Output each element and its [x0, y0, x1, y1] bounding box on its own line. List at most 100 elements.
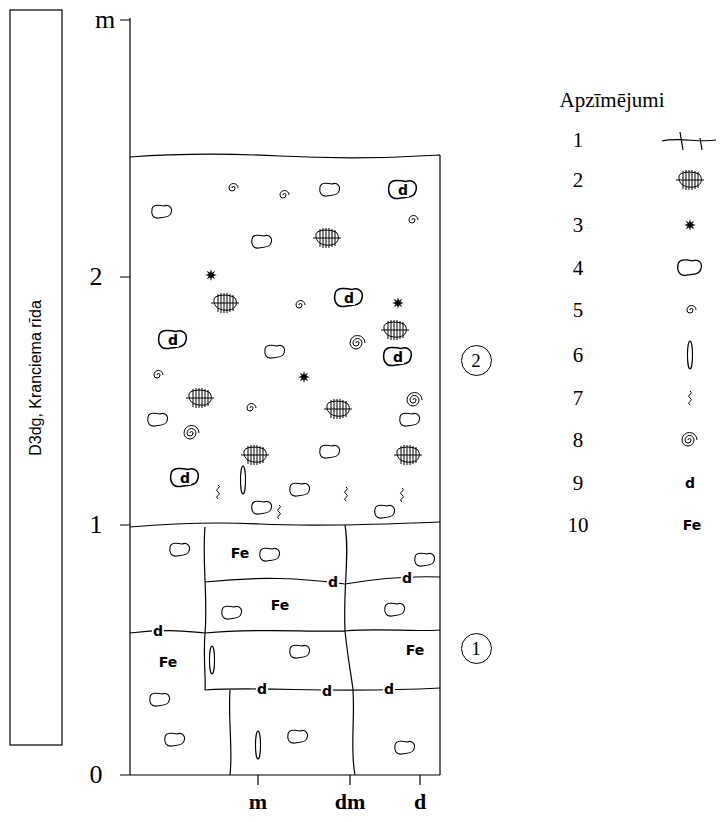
axis-unit: m: [95, 7, 115, 33]
legend-number: 9: [573, 473, 584, 494]
iron-mark: Fe: [270, 598, 291, 612]
legend-number: 7: [573, 388, 584, 409]
clast-with-dolomite: [159, 330, 187, 348]
clast-with-dolomite: [171, 468, 199, 486]
clast-symbol: [395, 741, 415, 754]
legend-star-symbol: [684, 219, 696, 231]
large-spiral-symbol: [407, 393, 422, 407]
legend-number: 6: [573, 345, 584, 366]
small-spiral-symbol: [229, 184, 238, 192]
small-spiral-symbol: [280, 191, 289, 199]
legend-number: 5: [573, 300, 584, 321]
squiggle-symbol: [401, 488, 404, 502]
hatched-clast-symbol: [324, 399, 352, 419]
star-symbol: [298, 371, 310, 383]
clast-symbol: [290, 483, 310, 496]
clast-symbol: [252, 501, 272, 514]
squiggle-symbol: [345, 487, 348, 501]
clast-symbol: [148, 413, 168, 426]
large-spiral-symbol: [350, 336, 365, 350]
dolomite-mark: d: [397, 183, 409, 197]
hatched-clast-symbol: [381, 320, 409, 340]
legend-big-spiral-symbol: [682, 433, 697, 447]
squiggle-symbol: [217, 485, 220, 499]
dolomite-mark: d: [327, 575, 339, 589]
iron-mark: Fe: [230, 546, 251, 560]
hatched-clast-symbol: [313, 228, 341, 248]
lens-symbol: [210, 646, 215, 674]
legend-number: 1: [573, 130, 584, 151]
clast-symbol: [165, 733, 185, 746]
grain-size-label: m: [249, 791, 267, 813]
clast-symbol: [265, 345, 285, 358]
star-symbol: [392, 297, 404, 309]
lens-symbol: [256, 731, 261, 759]
axis-tick: 1: [90, 512, 103, 538]
stratigraphy-name: D3dg, Kranciema rīda: [28, 300, 44, 456]
clast-symbol: [152, 205, 172, 218]
large-spiral-symbol: [184, 426, 199, 440]
axis-tick: 0: [90, 762, 103, 788]
dolomite-mark: d: [167, 333, 179, 347]
legend-number: 4: [573, 258, 584, 279]
legend-lens-symbol: [688, 341, 693, 369]
clast-symbol: [375, 505, 395, 518]
axis-tick: 2: [90, 264, 103, 290]
column-outline: [130, 154, 440, 775]
legend-crack-symbol: [662, 132, 716, 150]
clast-symbol: [385, 603, 405, 616]
legend-squiggle-symbol: [689, 391, 692, 405]
hatched-clast-symbol: [186, 388, 214, 408]
legend-number: 8: [573, 430, 584, 451]
squiggle-symbol: [278, 505, 281, 519]
iron-mark: Fe: [405, 643, 426, 657]
legend-hatch-symbol: [676, 170, 704, 190]
clast-symbol: [222, 606, 242, 619]
layer-number-circle: 2: [461, 345, 492, 376]
grain-size-label: d: [414, 791, 426, 813]
clast-symbol: [320, 445, 340, 458]
dolomite-mark: d: [392, 350, 404, 364]
small-spiral-symbol: [409, 216, 418, 224]
clast-with-dolomite: [384, 347, 412, 365]
dolomite-mark: d: [179, 471, 191, 485]
layer-number: 1: [471, 639, 481, 658]
hatched-clast-symbol: [394, 445, 422, 465]
legend-spiral-symbol: [687, 306, 696, 314]
clast-symbol: [260, 548, 280, 561]
dolomite-mark: d: [321, 684, 333, 698]
layer-number-circle: 1: [461, 633, 492, 664]
clast-symbol: [400, 413, 420, 426]
axes: [120, 18, 440, 785]
layer-number: 2: [471, 351, 481, 370]
star-symbol: [205, 269, 217, 281]
clast-symbol: [288, 730, 308, 743]
clast-symbol: [415, 553, 435, 566]
clast-with-dolomite: [389, 180, 417, 198]
legend-title: Apzīmējumi: [560, 90, 665, 111]
hatched-clast-symbol: [241, 445, 269, 465]
clast-symbol: [170, 543, 190, 556]
legend-clast-symbol: [678, 260, 702, 276]
stratigraphy-bar: [10, 10, 62, 745]
grain-size-label: dm: [335, 791, 366, 813]
dolomite-mark: d: [256, 682, 268, 696]
dolomite-mark: d: [343, 291, 355, 305]
dolomite-mark: d: [152, 624, 164, 638]
clast-symbol: [290, 645, 310, 658]
legend-number: 10: [568, 515, 589, 536]
legend-number: 3: [573, 215, 584, 236]
crack-lines: [130, 525, 440, 775]
small-spiral-symbol: [154, 371, 163, 379]
dolomite-mark: d: [401, 571, 413, 585]
small-spiral-symbol: [296, 301, 305, 309]
clast-symbol: [252, 235, 272, 248]
layer-boundary: [130, 522, 440, 527]
hatched-clast-symbol: [211, 293, 239, 313]
dolomite-mark: d: [383, 682, 395, 696]
legend-dolomite-sample: d: [684, 476, 696, 490]
iron-mark: Fe: [158, 655, 179, 669]
legend-number: 2: [573, 170, 584, 191]
